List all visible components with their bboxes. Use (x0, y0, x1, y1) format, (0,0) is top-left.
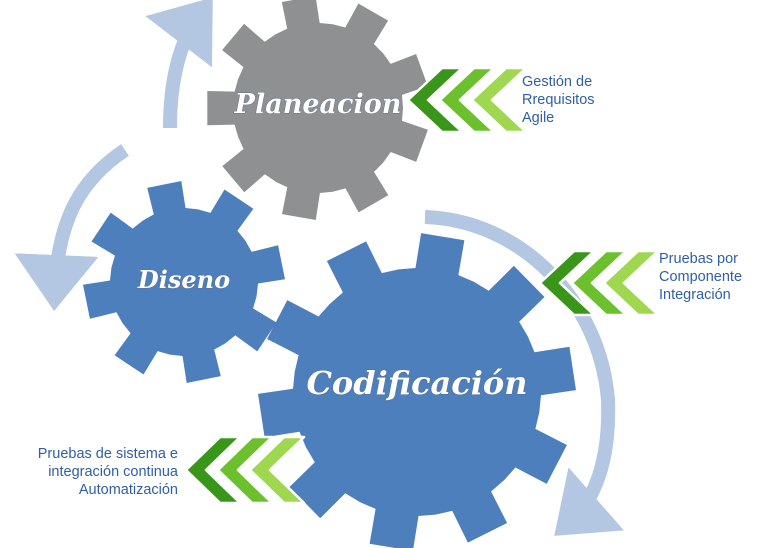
note-line: Integración (659, 287, 731, 303)
cycle-arrow-icon (145, 0, 213, 129)
note-line: Rrequisitos (522, 92, 595, 108)
chevron-shape (406, 66, 464, 134)
note-line: Pruebas de sistema e (38, 446, 178, 462)
note-sistema: Pruebas de sistema e integración continu… (38, 446, 179, 498)
gear-planeacion (207, 0, 428, 220)
chevron-shape (216, 435, 274, 505)
note-line: integración continua (48, 464, 179, 480)
note-planeacion: Gestión de Rrequisitos Agile (522, 74, 595, 126)
chevron-triple-icon (184, 435, 306, 505)
chevron-triple-icon (406, 66, 528, 134)
chevron-triple-icon (538, 249, 660, 317)
gear-diseno (83, 181, 285, 383)
note-line: Automatización (79, 482, 178, 498)
gear-diseno-shape (83, 181, 285, 383)
chevron-shape (538, 249, 596, 317)
cycle-arrow-icon (14, 144, 129, 311)
note-componente: Pruebas por Componente Integración (659, 251, 742, 303)
note-line: Agile (522, 110, 554, 126)
chevron-shape (602, 249, 660, 317)
chevron-shape (248, 435, 306, 505)
gear-label-codificacion: Codificación (306, 364, 527, 402)
note-line: Componente (659, 269, 742, 285)
chevron-shape (184, 435, 242, 505)
note-line: Gestión de (522, 74, 592, 90)
gear-codificacion (258, 233, 576, 548)
chevron-shape (470, 66, 528, 134)
gear-planeacion-shape (207, 0, 428, 220)
cycle-arrows (14, 0, 625, 536)
chevron-shape (570, 249, 628, 317)
gear-codificacion-shape (258, 233, 576, 548)
chevron-shape (438, 66, 496, 134)
gear-label-planeacion: Planeacion (234, 89, 402, 120)
cycle-arrow-icon (424, 210, 625, 536)
gear-label-diseno: Diseno (137, 265, 230, 294)
note-line: Pruebas por (659, 251, 738, 267)
